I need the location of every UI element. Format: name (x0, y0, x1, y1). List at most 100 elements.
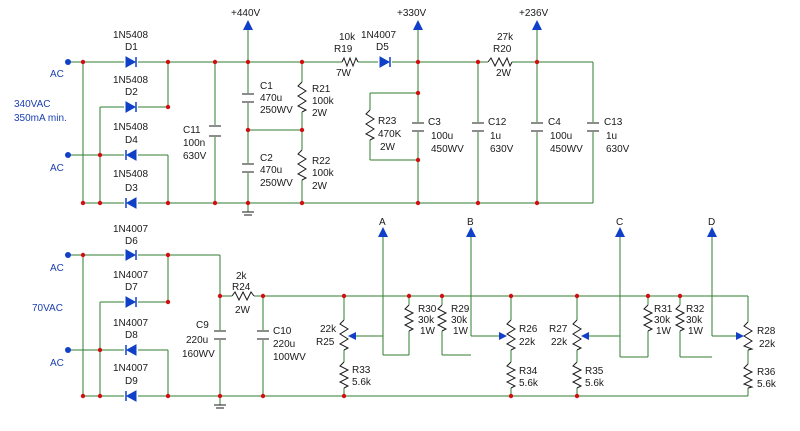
potentiometer-r28 (736, 321, 754, 351)
label-c2-v2: 250WV (260, 178, 293, 189)
capacitor-c9 (214, 330, 226, 340)
label-c13-ref: C13 (604, 117, 623, 128)
label-output-d: D (708, 217, 715, 228)
label-c11-v1: 100n (183, 138, 205, 149)
label-d4-ref: D4 (125, 135, 138, 146)
label-c9-v2: 160WV (182, 349, 215, 360)
capacitor-c1 (242, 93, 254, 103)
arrow-output-b (466, 227, 476, 237)
label-r23-value: 470K (378, 129, 402, 140)
label-r22-ref: R22 (312, 156, 331, 167)
label-r35-value: 5.6k (585, 378, 605, 389)
label-c12-ref: C12 (488, 117, 507, 128)
capacitor-c2 (242, 163, 254, 173)
label-c1-v1: 470u (260, 93, 282, 104)
label-r34-ref: R34 (519, 366, 538, 377)
label-c9-v1: 220u (186, 335, 208, 346)
label-ac-bot1: AC (50, 263, 64, 274)
resistor-r33 (338, 361, 350, 389)
arrow-output-a (378, 227, 388, 237)
capacitor-c4 (531, 122, 543, 132)
label-r20-value: 27k (497, 32, 514, 43)
label-r30-value: 30k (418, 315, 435, 326)
label-r33-ref: R33 (352, 365, 371, 376)
potentiometer-r26 (499, 319, 517, 351)
label-r22-power: 2W (312, 181, 328, 192)
label-c10-ref: C10 (273, 326, 292, 337)
label-r19-value: 10k (339, 32, 356, 43)
label-r23-ref: R23 (378, 116, 397, 127)
resistor-r20 (487, 56, 513, 68)
bottom-wiring (68, 237, 749, 405)
diode-d8 (125, 344, 137, 356)
label-d3-ref: D3 (125, 183, 138, 194)
label-ac-top1: AC (50, 69, 64, 80)
label-r19-power: 7W (336, 68, 352, 79)
label-d9-part: 1N4007 (113, 363, 148, 374)
label-d5-ref: D5 (376, 42, 389, 53)
ac-terminal-top2 (65, 152, 71, 158)
label-r32-ref: R32 (686, 304, 705, 315)
arrow-output-c (615, 227, 625, 237)
diode-d2 (125, 101, 137, 113)
label-r35-ref: R35 (585, 366, 604, 377)
label-d7-part: 1N4007 (113, 270, 148, 281)
label-r26-value: 22k (519, 337, 536, 348)
label-c2-ref: C2 (260, 153, 273, 164)
label-r32-value: 30k (686, 315, 703, 326)
diode-d9 (125, 390, 137, 402)
label-rail-440v: +440V (231, 8, 261, 19)
resistor-r36 (742, 363, 754, 389)
label-c12-v2: 630V (490, 144, 514, 155)
label-r21-value: 100k (312, 96, 335, 107)
label-c4-ref: C4 (548, 117, 561, 128)
label-top-voltage: 340VAC (14, 99, 51, 110)
diode-d5 (379, 56, 391, 68)
arrow-output-d (707, 227, 717, 237)
label-c13-v2: 630V (606, 144, 630, 155)
resistor-r30 (403, 304, 415, 332)
resistor-r35 (571, 361, 583, 389)
label-c11-ref: C11 (183, 125, 201, 136)
label-r36-ref: R36 (757, 367, 776, 378)
label-output-c: C (616, 217, 623, 228)
potentiometer-r27 (571, 319, 589, 351)
label-c4-v2: 450WV (550, 144, 583, 155)
diode-d3 (125, 197, 137, 209)
label-top-current: 350mA min. (14, 113, 67, 124)
label-rail-330v: +330V (397, 8, 427, 19)
label-r24-value: 2k (236, 271, 248, 282)
label-ac-bot2: AC (50, 358, 64, 369)
label-c10-v1: 220u (273, 339, 295, 350)
label-c11-v2: 630V (183, 151, 207, 162)
resistor-r34 (505, 361, 517, 389)
label-d6-ref: D6 (125, 236, 138, 247)
arrow-440v (243, 20, 253, 30)
potentiometer-r25 (338, 319, 356, 351)
label-bot-voltage: 70VAC (32, 303, 63, 314)
capacitor-c12 (472, 122, 484, 132)
label-d7-ref: D7 (125, 282, 138, 293)
label-r22-value: 100k (312, 168, 335, 179)
resistor-r24 (231, 290, 255, 302)
label-r20-ref: R20 (493, 44, 512, 55)
label-r25-value: 22k (320, 324, 337, 335)
label-r30-power: 1W (420, 326, 436, 337)
ac-terminal-bot2 (65, 347, 71, 353)
ground-symbol-bottom (214, 404, 226, 409)
capacitor-c3 (412, 122, 424, 132)
label-c13-v1: 1u (606, 131, 617, 142)
label-ac-top2: AC (50, 163, 64, 174)
resistor-r19 (341, 56, 359, 68)
diode-d7 (125, 296, 137, 308)
resistor-r21 (296, 81, 308, 113)
label-r24-ref: R24 (232, 282, 251, 293)
resistor-r32 (674, 304, 686, 332)
label-r31-ref: R31 (654, 304, 673, 315)
label-c1-v2: 250WV (260, 105, 293, 116)
label-c9-ref: C9 (196, 320, 209, 331)
diode-d6 (125, 249, 137, 261)
label-d8-part: 1N4007 (113, 318, 148, 329)
label-r34-value: 5.6k (519, 378, 539, 389)
